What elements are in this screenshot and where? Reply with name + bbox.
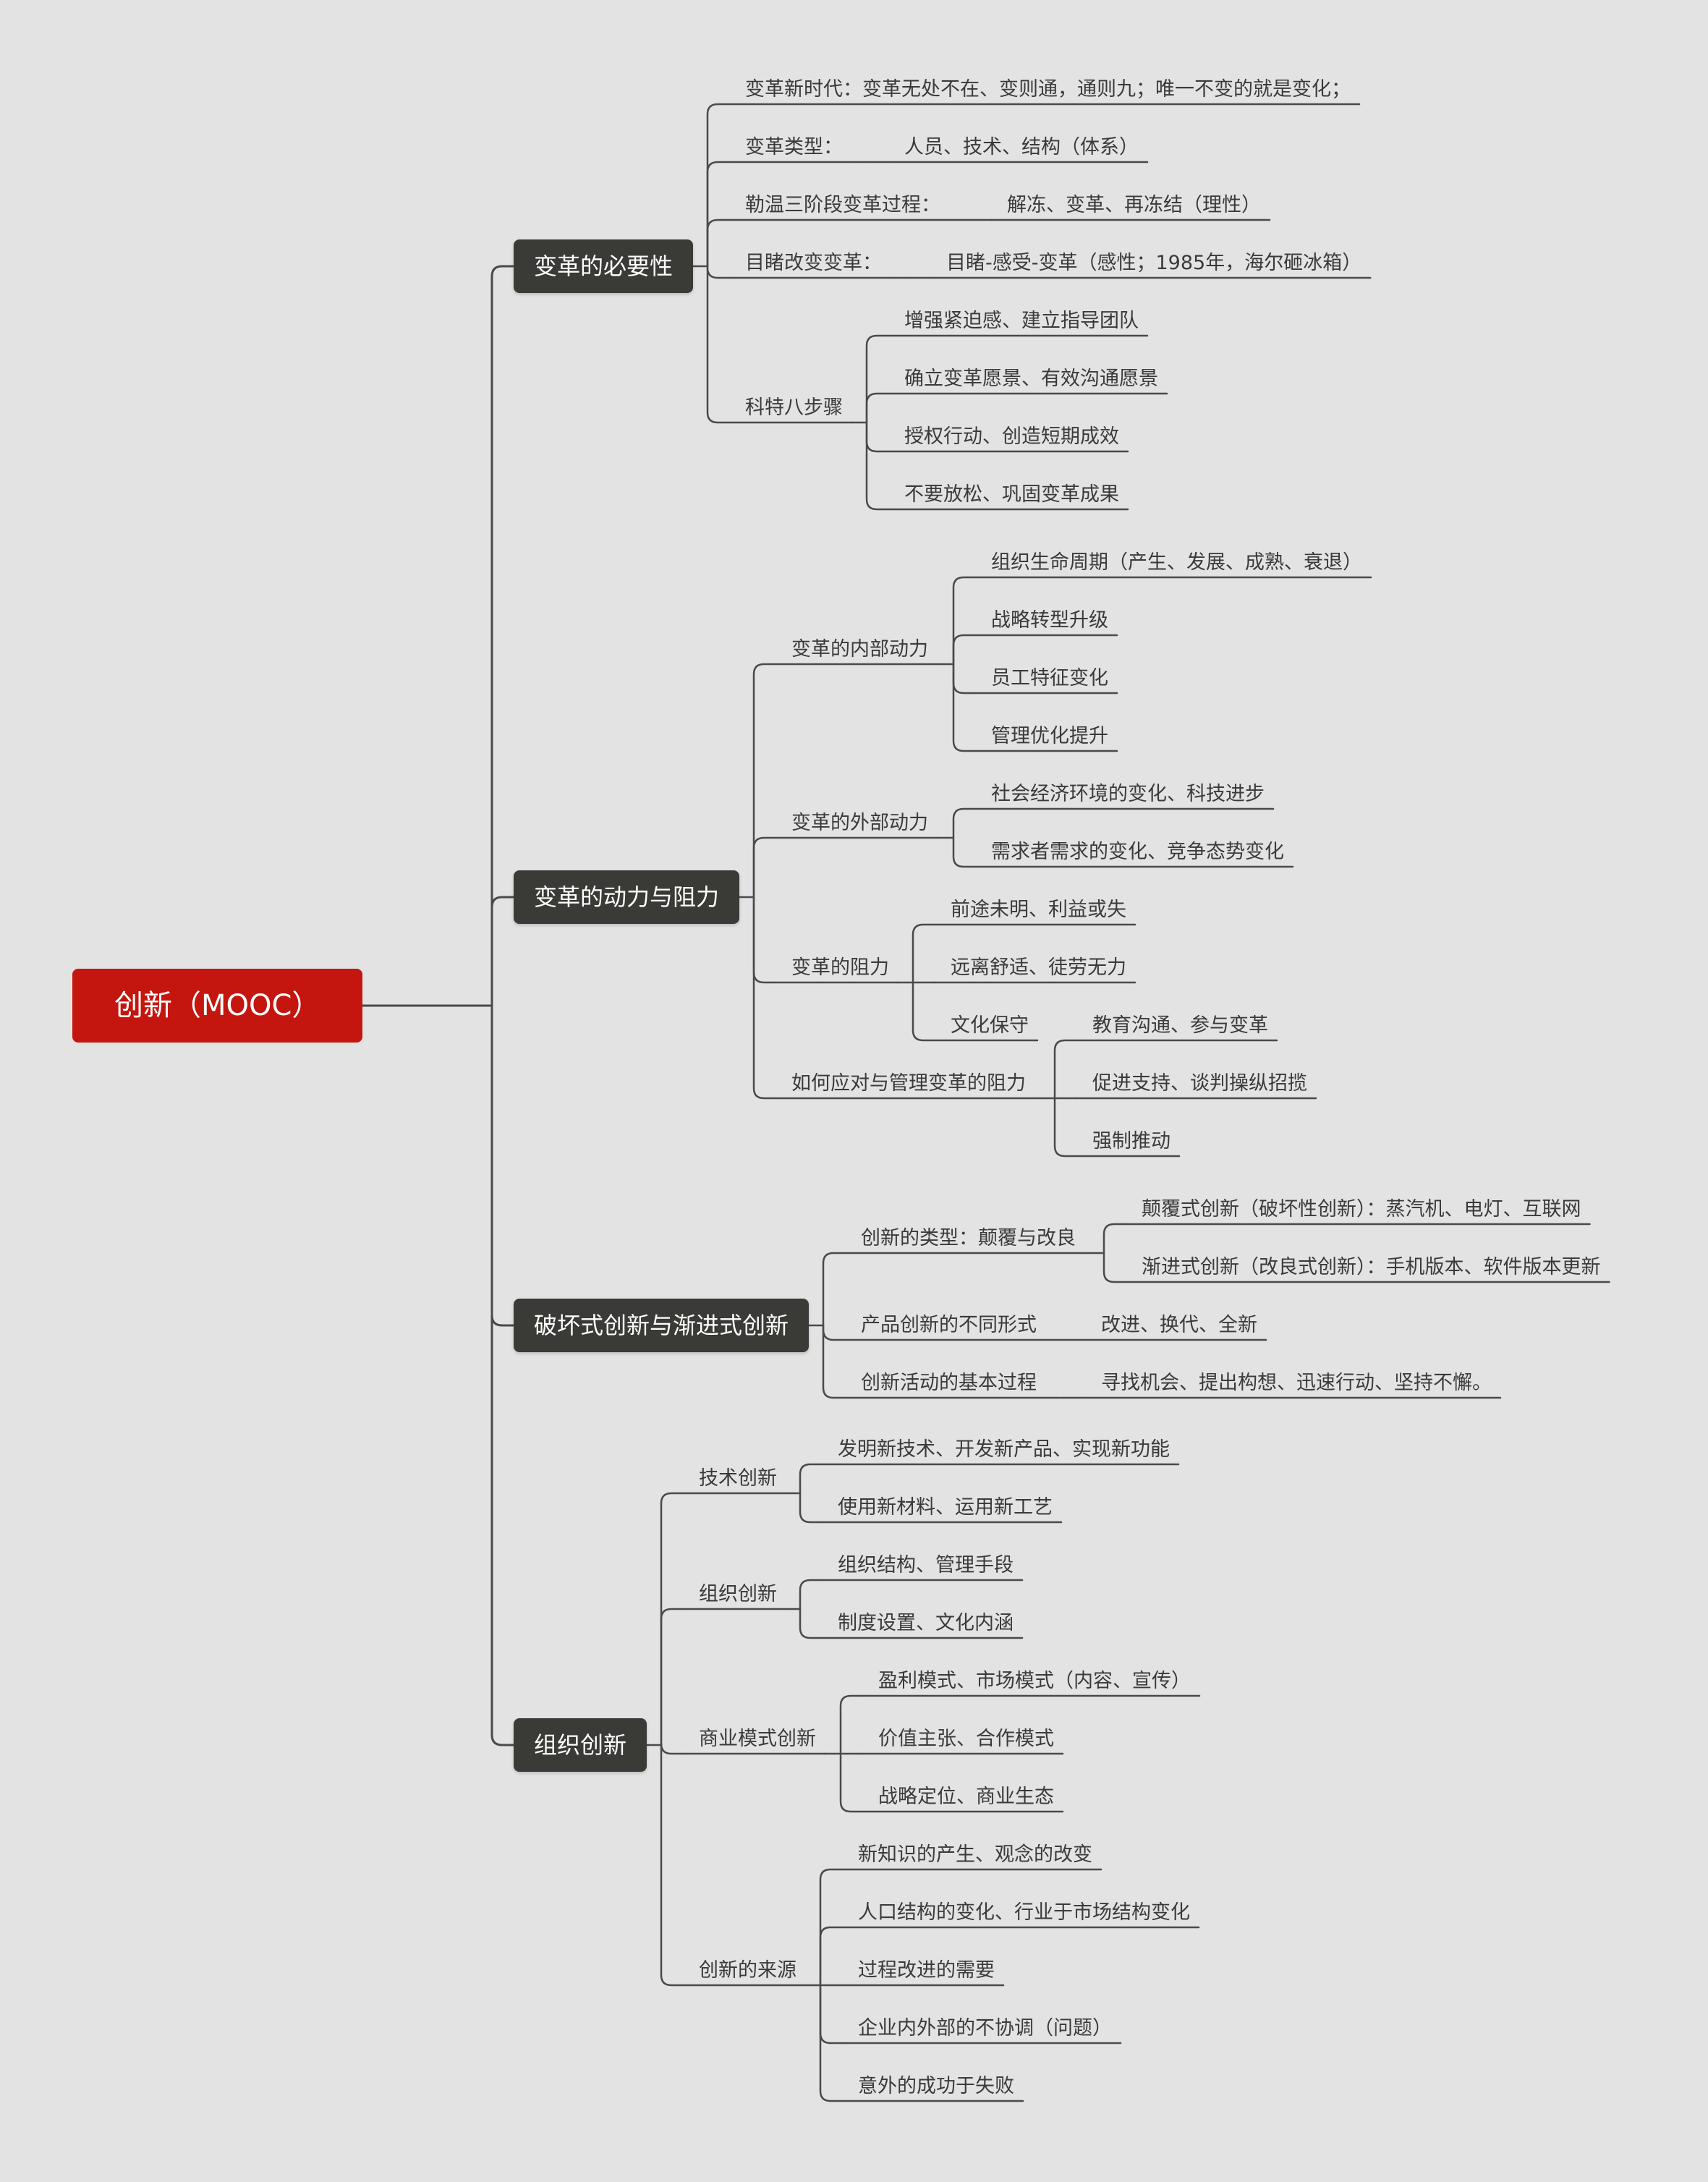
leaf-topic[interactable]: 使用新材料、运用新工艺 — [838, 1496, 1053, 1519]
subtopic[interactable]: 创新的类型：颠覆与改良 — [861, 1227, 1076, 1249]
leaf-topic[interactable]: 渐进式创新（改良式创新）：手机版本、软件版本更新 — [1142, 1256, 1601, 1278]
leaf-topic[interactable]: 授权行动、创造短期成效 — [904, 425, 1119, 448]
main-topic[interactable]: 变革的必要性 — [514, 239, 694, 293]
leaf-topic[interactable]: 颠覆式创新（破坏性创新）：蒸汽机、电灯、互联网 — [1142, 1198, 1581, 1221]
leaf-topic[interactable]: 增强紧迫感、建立指导团队 — [904, 310, 1139, 332]
leaf-topic[interactable]: 组织生命周期（产生、发展、成熟、衰退） — [991, 551, 1362, 574]
leaf-topic[interactable]: 人口结构的变化、行业于市场结构变化 — [858, 1901, 1190, 1924]
leaf-topic[interactable]: 强制推动 — [1092, 1130, 1170, 1152]
leaf-topic[interactable]: 人员、技术、结构（体系） — [904, 136, 1139, 158]
leaf-topic[interactable]: 前途未明、利益或失 — [951, 899, 1126, 921]
main-topic[interactable]: 变革的动力与阻力 — [514, 870, 740, 924]
leaf-topic[interactable]: 文化保守 — [951, 1014, 1029, 1037]
subtopic[interactable]: 变革类型： — [745, 136, 843, 158]
main-topic[interactable]: 破坏式创新与渐进式创新 — [514, 1299, 810, 1352]
root-topic[interactable]: 创新（MOOC） — [72, 969, 363, 1043]
leaf-topic[interactable]: 组织结构、管理手段 — [838, 1554, 1014, 1576]
leaf-topic[interactable]: 过程改进的需要 — [858, 1959, 995, 1982]
leaf-topic[interactable]: 解冻、变革、再冻结（理性） — [1007, 194, 1261, 216]
leaf-topic[interactable]: 变革新时代：变革无处不在、变则通，通则九；唯一不变的就是变化； — [745, 78, 1351, 101]
subtopic[interactable]: 创新活动的基本过程 — [861, 1372, 1037, 1394]
leaf-topic[interactable]: 制度设置、文化内涵 — [838, 1612, 1014, 1634]
main-topic[interactable]: 组织创新 — [514, 1718, 647, 1772]
leaf-topic[interactable]: 促进支持、谈判操纵招揽 — [1092, 1072, 1307, 1095]
leaf-topic[interactable]: 战略转型升级 — [991, 609, 1108, 632]
subtopic[interactable]: 商业模式创新 — [699, 1728, 816, 1750]
leaf-topic[interactable]: 需求者需求的变化、竞争态势变化 — [991, 841, 1284, 863]
subtopic[interactable]: 科特八步骤 — [745, 396, 843, 419]
subtopic[interactable]: 目睹改变变革： — [745, 252, 882, 274]
leaf-topic[interactable]: 管理优化提升 — [991, 725, 1108, 747]
subtopic[interactable]: 勒温三阶段变革过程： — [745, 194, 940, 216]
leaf-topic[interactable]: 新知识的产生、观念的改变 — [858, 1843, 1092, 1866]
subtopic[interactable]: 变革的外部动力 — [791, 812, 928, 834]
subtopic[interactable]: 变革的阻力 — [791, 956, 889, 979]
subtopic[interactable]: 变革的内部动力 — [791, 638, 928, 661]
subtopic[interactable]: 如何应对与管理变革的阻力 — [791, 1072, 1026, 1095]
subtopic[interactable]: 组织创新 — [699, 1583, 777, 1605]
leaf-topic[interactable]: 意外的成功于失败 — [858, 2075, 1014, 2097]
leaf-topic[interactable]: 盈利模式、市场模式（内容、宣传） — [878, 1670, 1191, 1692]
leaf-topic[interactable]: 寻找机会、提出构想、迅速行动、坚持不懈。 — [1101, 1372, 1492, 1394]
leaf-topic[interactable]: 改进、换代、全新 — [1101, 1314, 1257, 1336]
leaf-topic[interactable]: 战略定位、商业生态 — [878, 1786, 1054, 1808]
leaf-topic[interactable]: 教育沟通、参与变革 — [1092, 1014, 1268, 1037]
leaf-topic[interactable]: 确立变革愿景、有效沟通愿景 — [904, 368, 1158, 390]
subtopic[interactable]: 技术创新 — [699, 1467, 777, 1490]
leaf-topic[interactable]: 目睹-感受-变革（感性；1985年，海尔砸冰箱） — [946, 252, 1362, 274]
leaf-topic[interactable]: 远离舒适、徒劳无力 — [951, 956, 1126, 979]
leaf-topic[interactable]: 发明新技术、开发新产品、实现新功能 — [838, 1438, 1170, 1461]
leaf-topic[interactable]: 企业内外部的不协调（问题） — [858, 2017, 1112, 2039]
subtopic[interactable]: 产品创新的不同形式 — [861, 1314, 1037, 1336]
leaf-topic[interactable]: 员工特征变化 — [991, 667, 1108, 689]
leaf-topic[interactable]: 社会经济环境的变化、科技进步 — [991, 783, 1265, 805]
subtopic[interactable]: 创新的来源 — [699, 1959, 796, 1982]
leaf-topic[interactable]: 不要放松、巩固变革成果 — [904, 483, 1119, 506]
leaf-topic[interactable]: 价值主张、合作模式 — [878, 1728, 1054, 1750]
